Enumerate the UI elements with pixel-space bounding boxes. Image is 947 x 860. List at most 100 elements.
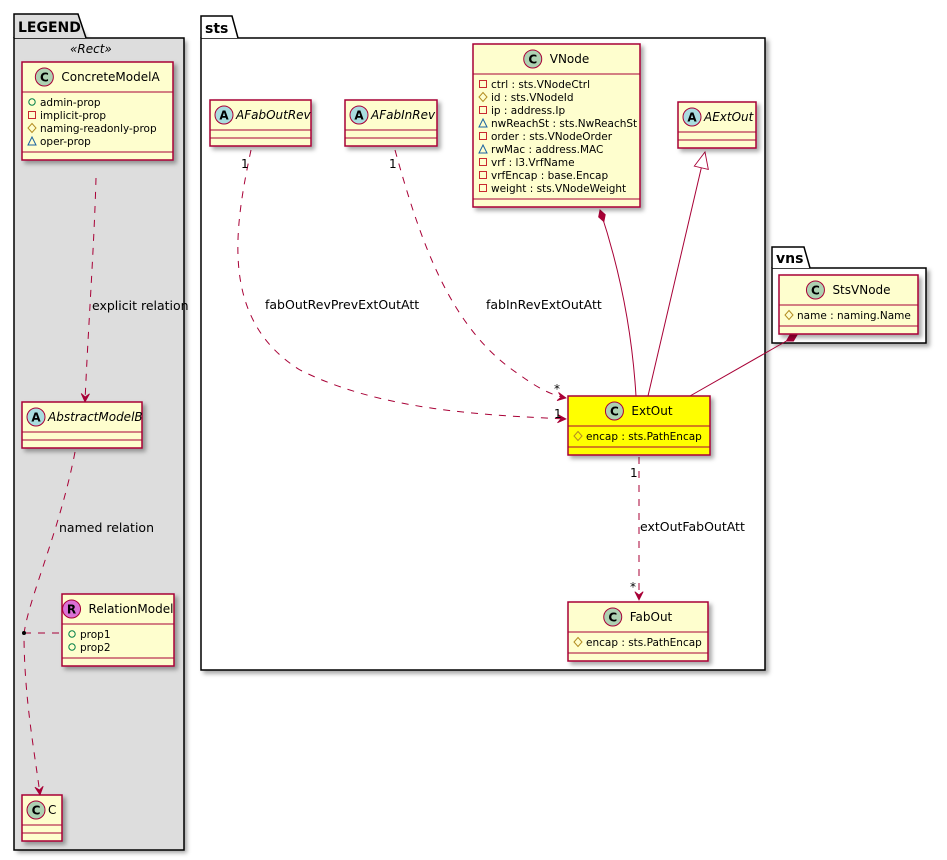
svg-text:C: C <box>32 804 41 818</box>
edge-aext-out-inheritance[interactable] <box>647 152 705 397</box>
visibility-private-icon <box>479 132 487 140</box>
edge-vnode-composition[interactable] <box>598 209 637 397</box>
mult-ext-out-fab-out-to: * <box>630 580 636 594</box>
class-box <box>61 593 175 667</box>
svg-text:A: A <box>687 111 697 125</box>
class-attribute: oper-prop <box>40 136 91 148</box>
visibility-protected-icon <box>573 636 583 648</box>
svg-text:A: A <box>219 109 229 123</box>
mult-fab-in-rev-from: 1 <box>389 157 397 171</box>
class-concrete-model-a[interactable]: ConcreteModelACadmin-propimplicit-propna… <box>21 61 174 161</box>
svg-text:C: C <box>811 284 820 298</box>
class-icon: C <box>26 800 46 820</box>
mult-fab-in-rev-to: * <box>554 382 560 396</box>
visibility-private-icon <box>479 80 487 88</box>
class-attribute: id : sts.VNodeId <box>491 92 574 104</box>
svg-text:C: C <box>528 53 537 67</box>
edge-label-fab-in-rev: fabInRevExtOutAtt <box>486 297 602 312</box>
visibility-public-icon <box>28 98 36 106</box>
abstract-class-icon: A <box>349 105 369 125</box>
class-name: FabOut <box>630 610 673 624</box>
class-name: AbstractModelB <box>47 410 143 424</box>
visibility-protected-icon <box>573 430 583 442</box>
edge-explicit-relation[interactable] <box>85 177 97 402</box>
class-name: AFabInRev <box>370 108 436 122</box>
mult-ext-out-fab-out-from: 1 <box>630 466 638 480</box>
visibility-public-icon <box>68 643 76 651</box>
class-name: AFabOutRev <box>235 108 312 122</box>
class-attribute: vrf : l3.VrfName <box>491 157 575 169</box>
visibility-package-icon <box>478 143 488 154</box>
class-icon: C <box>604 401 624 421</box>
class-attribute: order : sts.VNodeOrder <box>491 131 613 143</box>
class-attribute: prop1 <box>80 629 111 641</box>
class-afab-in-rev[interactable]: AFabInRev A <box>344 99 438 147</box>
class-afab-out-rev[interactable]: AFabOutRev A <box>209 99 312 147</box>
package-vns-title: vns <box>776 251 803 267</box>
relation-class-icon: R <box>62 599 82 619</box>
class-attribute: admin-prop <box>40 97 101 109</box>
class-name: ConcreteModelA <box>61 70 160 84</box>
class-attribute: nwReachSt : sts.NwReachSt <box>491 118 637 130</box>
svg-text:C: C <box>610 405 619 419</box>
svg-text:A: A <box>354 109 364 123</box>
association-point <box>22 631 26 635</box>
svg-text:A: A <box>31 411 41 425</box>
mult-fab-out-rev-from: 1 <box>241 157 249 171</box>
class-attribute: ctrl : sts.VNodeCtrl <box>491 79 590 91</box>
class-attribute: rwMac : address.MAC <box>491 144 603 156</box>
edge-label-explicit-relation: explicit relation <box>92 298 189 313</box>
class-icon: C <box>523 49 543 69</box>
class-attribute: encap : sts.PathEncap <box>586 431 702 443</box>
class-name: RelationModel <box>89 602 174 616</box>
edge-sts-vnode-composition[interactable] <box>689 334 798 397</box>
class-box <box>21 794 63 842</box>
class-attribute: name : naming.Name <box>797 310 911 322</box>
edge-label-ext-out-fab-out: extOutFabOutAtt <box>640 519 745 534</box>
abstract-class-icon: A <box>682 107 702 127</box>
class-attribute: implicit-prop <box>40 110 106 122</box>
svg-text:C: C <box>608 611 617 625</box>
abstract-class-icon: A <box>26 407 46 427</box>
class-abstract-model-b[interactable]: AbstractModelB A <box>21 401 143 449</box>
package-sts-title: sts <box>205 21 228 37</box>
class-attribute: vrfEncap : base.Encap <box>491 170 608 182</box>
visibility-private-icon <box>479 106 487 114</box>
class-attribute: encap : sts.PathEncap <box>586 637 702 649</box>
visibility-private-icon <box>28 111 36 119</box>
visibility-protected-icon <box>27 122 37 134</box>
class-attribute: weight : sts.VNodeWeight <box>491 183 626 195</box>
edge-label-named-relation: named relation <box>59 520 154 535</box>
edge-fab-out-rev-prev-ext-out-att[interactable] <box>237 149 566 419</box>
class-attribute: ip : address.Ip <box>491 105 565 117</box>
class-name: StsVNode <box>832 283 890 297</box>
edge-label-fab-out-rev: fabOutRevPrevExtOutAtt <box>265 297 419 312</box>
class-attribute: prop2 <box>80 642 111 654</box>
visibility-protected-icon <box>784 309 794 321</box>
visibility-public-icon <box>68 630 76 638</box>
class-name: VNode <box>550 52 590 66</box>
package-legend-title: LEGEND <box>18 20 81 36</box>
class-icon: C <box>603 607 623 627</box>
class-name: ExtOut <box>631 404 672 418</box>
legend-stereotype: «Rect» <box>70 42 112 56</box>
edges: explicit relation named relation fabOutR… <box>22 149 798 795</box>
class-c[interactable]: CC <box>21 794 63 842</box>
visibility-private-icon <box>479 184 487 192</box>
edge-named-relation[interactable] <box>23 451 76 795</box>
svg-text:R: R <box>67 603 76 617</box>
visibility-protected-icon <box>478 91 488 103</box>
edge-fab-in-rev-ext-out-att[interactable] <box>394 149 566 398</box>
visibility-package-icon <box>478 117 488 128</box>
class-icon: C <box>805 280 825 300</box>
svg-text:C: C <box>40 71 49 85</box>
visibility-package-icon <box>27 135 37 146</box>
class-icon: C <box>34 67 54 87</box>
